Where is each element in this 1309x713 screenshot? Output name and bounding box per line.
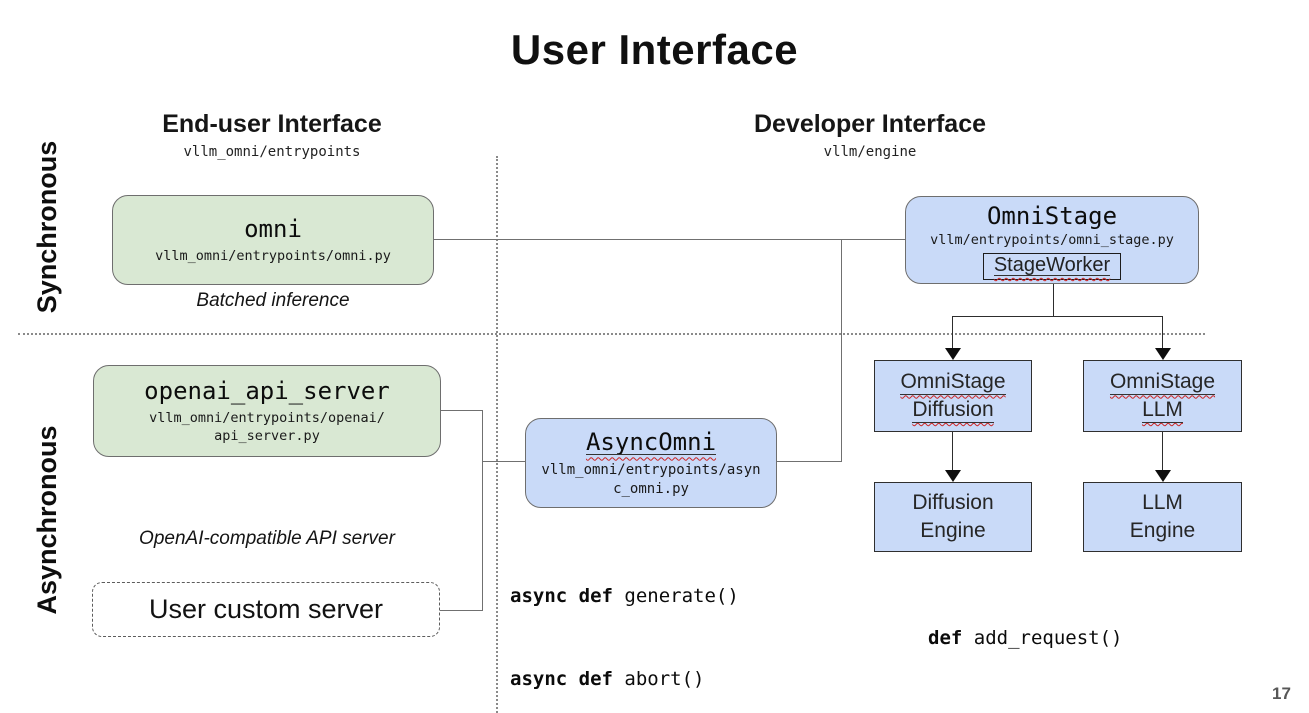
omni-box: omni vllm_omni/entrypoints/omni.py [112,195,434,285]
page-title: User Interface [510,26,799,73]
connector-omni-to-omnistage [434,239,905,240]
diffusion-engine-box: Diffusion Engine [874,482,1032,552]
connector-tree-right [1162,317,1163,350]
code-line: def abort_request() [928,708,1145,713]
async-code-block: async def generate() async def abort() +… [510,528,785,713]
connector-llm-down [1162,432,1163,471]
developer-interface-header: Developer Interface vllm/engine [720,110,1020,160]
asynchronous-label: Asynchronous [32,425,62,615]
connector-openai-out [440,410,483,411]
developer-interface-title: Developer Interface [753,110,987,138]
developer-interface-path: vllm/engine [823,144,917,160]
openai-api-server-path: vllm_omni/entrypoints/openai/ api_server… [149,410,385,445]
omnistage-title: OmniStage [986,202,1118,231]
arrowhead-to-omnistage-llm [1155,348,1171,360]
omnistage-box: OmniStage vllm/entrypoints/omni_stage.py… [905,196,1199,284]
code-line: async def abort() [510,667,705,690]
omni-title: omni [244,214,302,243]
end-user-interface-header: End-user Interface vllm_omni/entrypoints [122,110,422,160]
omni-path: vllm_omni/entrypoints/omni.py [155,247,391,264]
omnistage-path: vllm/entrypoints/omni_stage.py [930,232,1174,249]
end-user-interface-path: vllm_omni/entrypoints [183,144,361,160]
divider-vertical-dotted [496,156,498,713]
connector-stageworker-down [1053,281,1054,317]
user-custom-server-label: User custom server [148,594,384,624]
omnistage-diffusion-box: OmniStage Diffusion [874,360,1032,432]
synchronous-label: Synchronous [32,140,62,314]
llm-engine-box: LLM Engine [1083,482,1242,552]
async-omni-path-line1: vllm_omni/entrypoints/asyn [541,462,761,479]
connector-diffusion-down [952,432,953,471]
code-line: def add_request() [928,627,1123,649]
connector-junction-to-asyncomni [483,461,525,462]
openai-api-server-path-line1: vllm_omni/entrypoints/openai/ [149,409,385,426]
connector-tree-left [952,317,953,350]
openai-api-server-path-line2: api_server.py [214,427,320,444]
openai-compatible-caption: OpenAI-compatible API server [139,528,395,549]
arrowhead-to-llm-engine [1155,470,1171,482]
end-user-interface-title: End-user Interface [162,110,382,138]
page-number: 17 [1272,684,1291,703]
openai-api-server-box: openai_api_server vllm_omni/entrypoints/… [93,365,441,457]
arrowhead-to-diffusion-engine [945,470,961,482]
divider-horizontal-dotted [18,333,1205,335]
code-line: async def generate() [510,585,739,607]
async-omni-box: AsyncOmni vllm_omni/entrypoints/asyn c_o… [525,418,777,508]
connector-tree-bar [952,316,1163,317]
async-omni-title: AsyncOmni [585,428,717,457]
user-custom-server-box: User custom server [92,582,440,637]
sync-code-block: def add_request() def abort_request() de… [928,570,1145,713]
connector-asyncomni-right [777,461,841,462]
connector-branch-vertical [841,240,842,462]
async-omni-path-line2: c_omni.py [613,480,689,497]
openai-api-server-title: openai_api_server [144,376,390,405]
async-omni-path: vllm_omni/entrypoints/asyn c_omni.py [541,461,760,497]
connector-customserver-out [440,610,483,611]
stageworker-label: StageWorker [993,253,1111,276]
batched-inference-caption: Batched inference [196,290,350,311]
arrowhead-to-omnistage-diffusion [945,348,961,360]
stageworker-box: StageWorker [982,252,1122,280]
connector-junction-vertical [482,411,483,611]
omnistage-llm-box: OmniStage LLM [1083,360,1242,432]
